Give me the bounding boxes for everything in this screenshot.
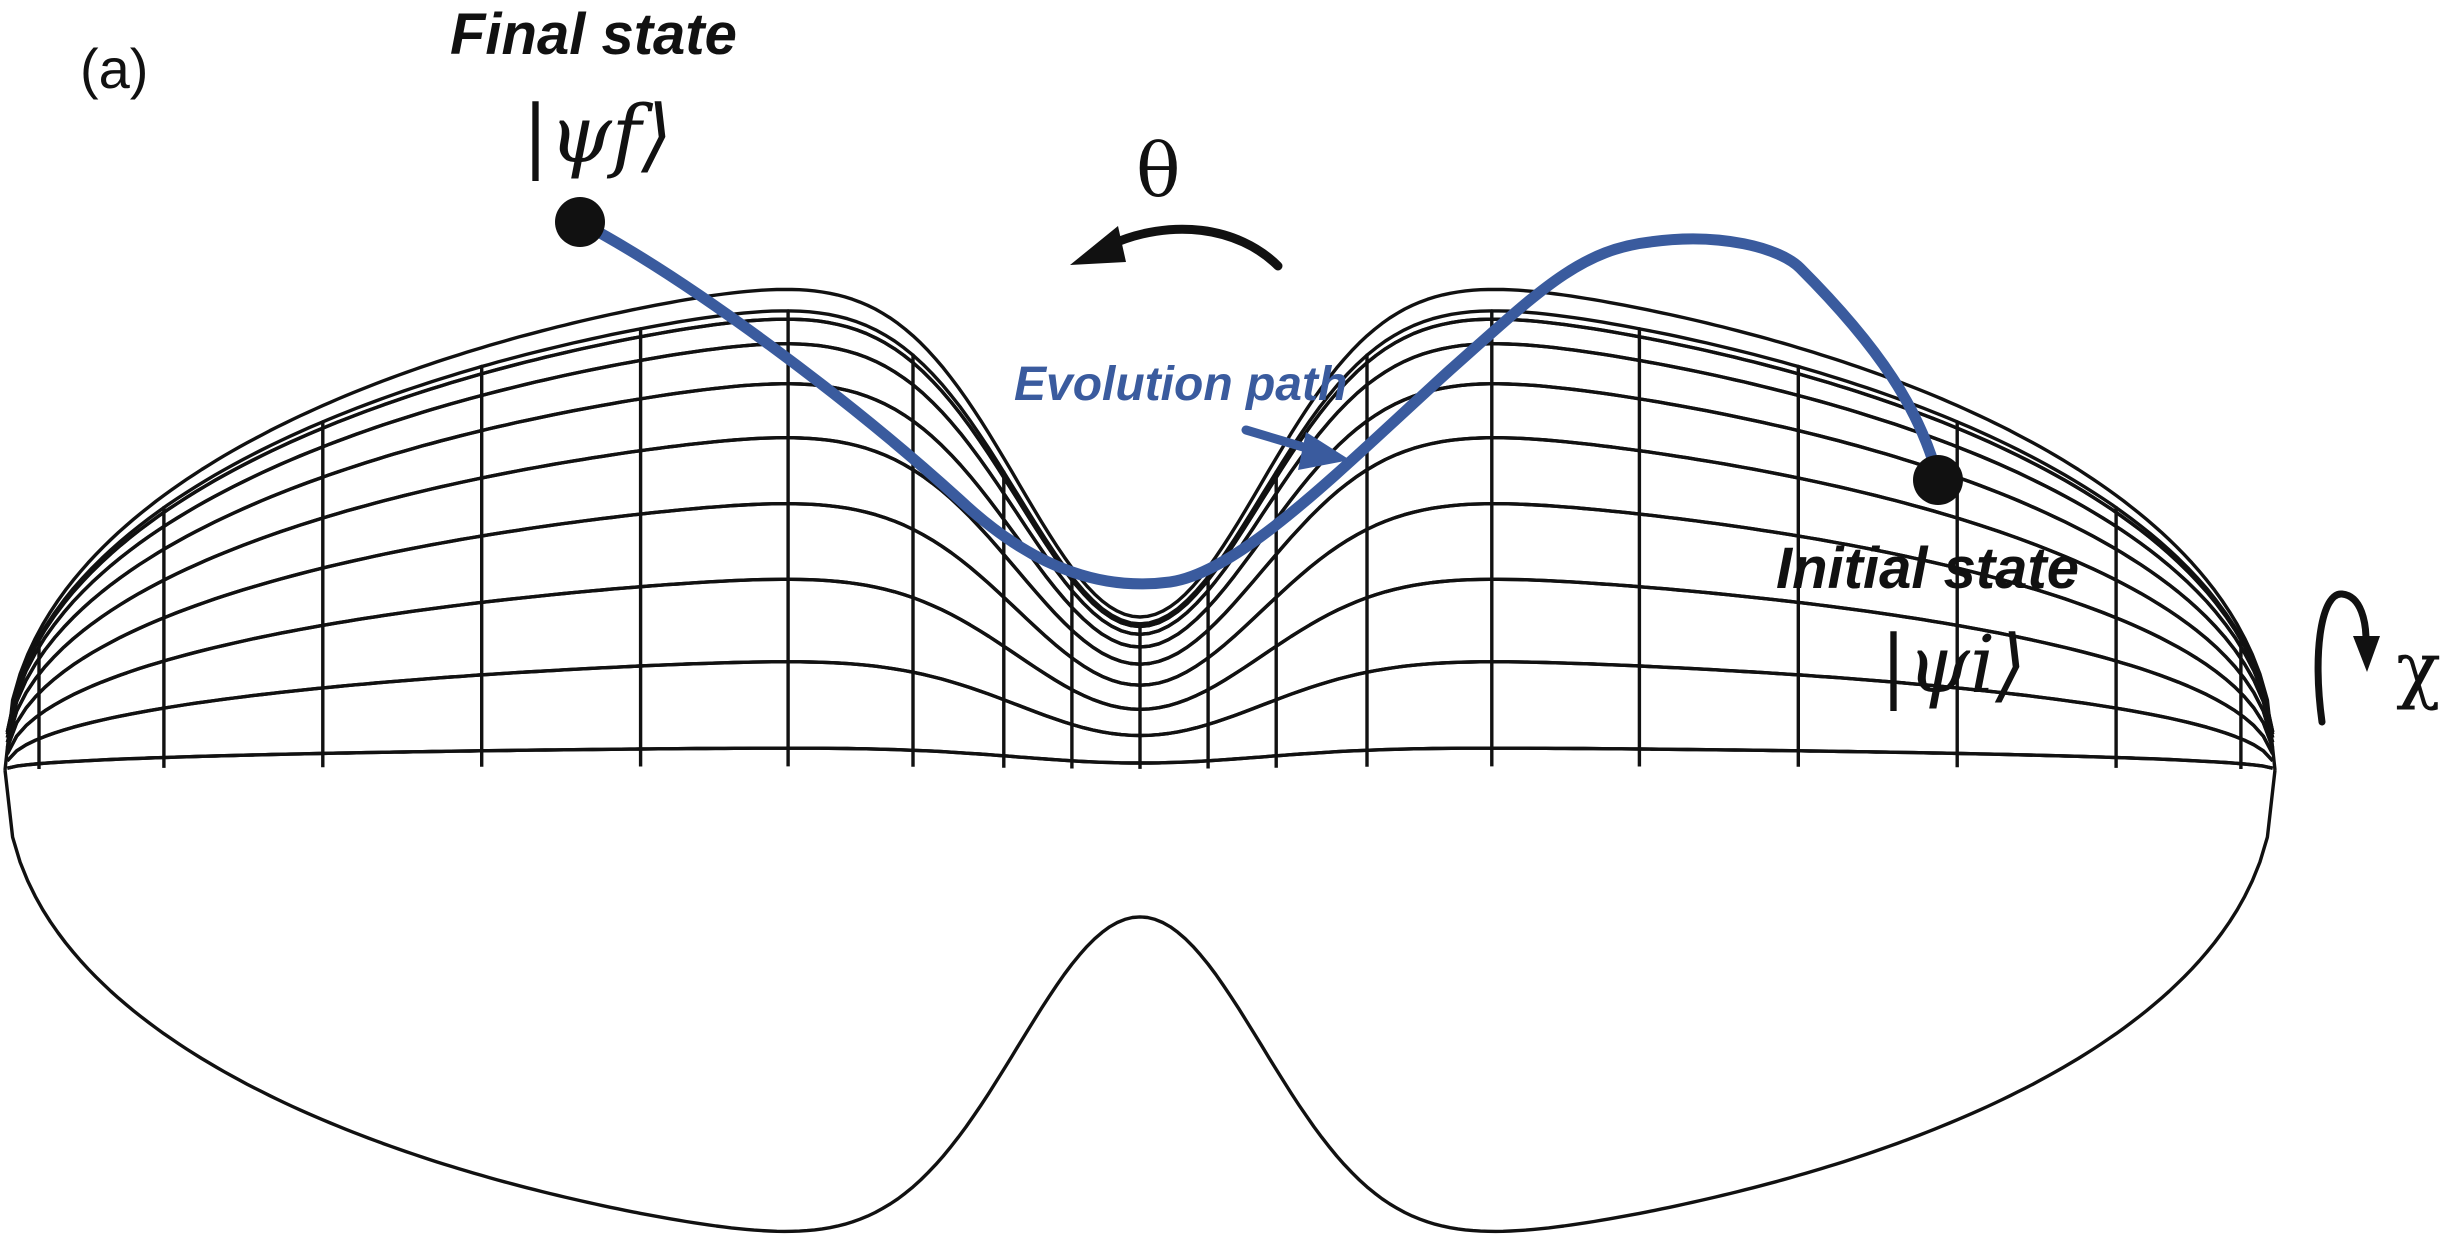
final-state-ket: |ψf⟩ [522, 88, 673, 181]
final-state-label: Final state [450, 2, 737, 67]
evolution-path-label: Evolution path [1014, 358, 1347, 411]
theta-symbol: θ [1136, 128, 1181, 214]
chi-symbol: χ [2396, 626, 2441, 712]
initial-state-label: Initial state [1776, 536, 2079, 601]
initial-state-point [1913, 455, 1963, 505]
curved-arrow-down-icon [2314, 590, 2380, 726]
initial-state-ket: |ψi⟩ [1880, 618, 2026, 711]
surface-mesh [3, 287, 2277, 1234]
evolution-path-curve [574, 216, 1944, 590]
final-state-point [555, 197, 605, 247]
evolution-path-pointer-arrow [1241, 425, 1350, 470]
panel-label: (a) [80, 37, 148, 100]
curved-arrow-left-icon [1070, 224, 1283, 271]
surface-outline-bottom [3, 769, 2277, 1234]
